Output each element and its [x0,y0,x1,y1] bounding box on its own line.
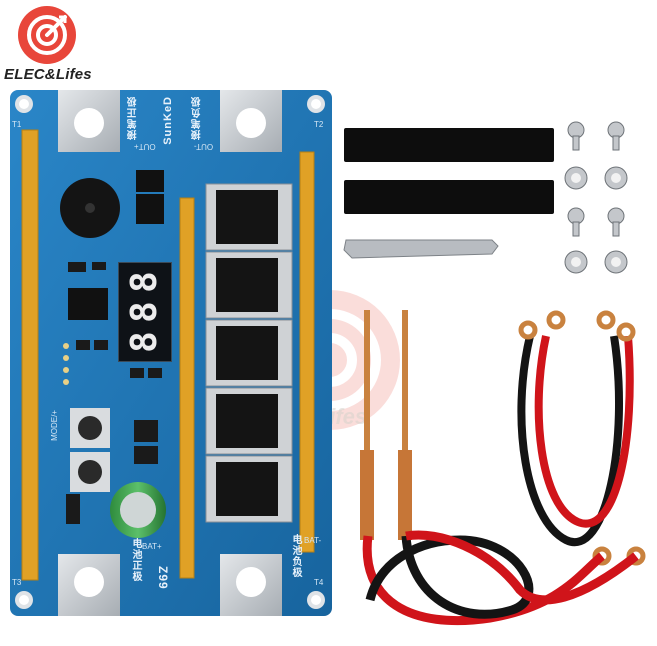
pad-t2-label: T2 [314,120,324,129]
pad-t4-label: T4 [314,578,324,587]
out-minus-cn-label: 接笔负极 [192,96,203,140]
brand-logo: ELEC&Lifes [4,4,94,86]
welding-pens-and-cables [340,300,650,640]
out-plus-cn-label: 接笔正极 [128,96,139,140]
pad-t1-label: T1 [12,120,22,129]
brand-name: ELEC&Lifes [4,66,92,83]
pad-t3-label: T3 [12,578,22,587]
out-plus-label: OUT+ [134,142,156,151]
screws-and-nuts-icon [564,121,628,274]
model-silkscreen: Z99 [156,566,170,590]
mode-button-label: MODE/+ [50,410,59,441]
display-digit: 8 [124,331,165,353]
display-digit: 8 [124,271,165,293]
bat-minus-cn-label: 电池负极 [290,534,301,578]
bat-minus-label: BAT- [304,536,322,545]
insulation-tape [344,180,554,214]
bat-plus-cn-label: 电池正极 [130,538,141,582]
seven-segment-display: 8 8 8 [118,262,172,362]
display-digit: 8 [124,301,165,323]
nickel-clip-icon [343,239,499,259]
spot-welder-pcb: 8 8 8 SunKeD 接笔正极 OUT+ 接笔负极 OUT- 电池正极 BA… [10,90,332,616]
out-minus-label: OUT- [194,142,214,151]
insulation-tape [344,128,554,162]
accessories-kit [338,114,638,284]
logo-target-icon [18,6,76,64]
bat-plus-label: BAT+ [142,542,162,551]
brand-silkscreen: SunKeD [162,96,174,145]
